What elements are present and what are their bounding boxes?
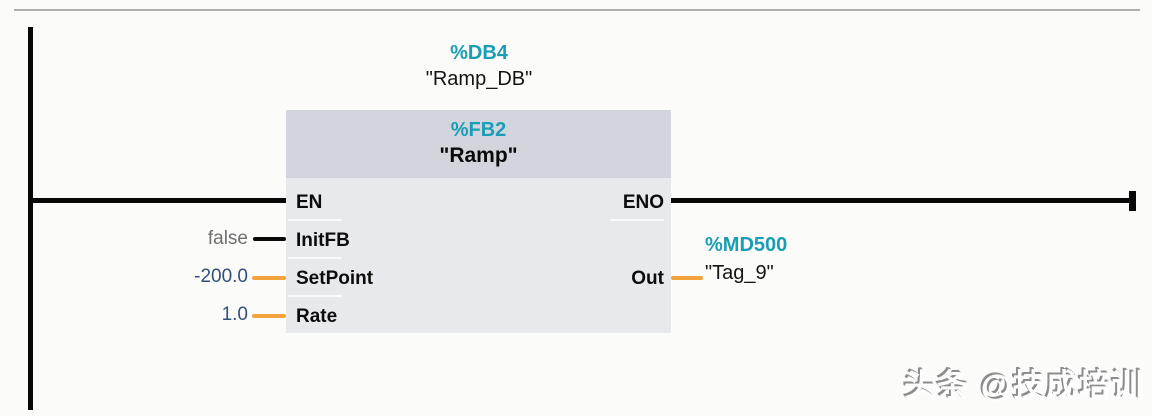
out-operand-address[interactable]: %MD500 — [705, 234, 788, 256]
rate-operand-value[interactable]: 1.0 — [221, 304, 248, 325]
instance-db-label: %DB4 "Ramp_DB" — [329, 42, 629, 91]
row-separator — [288, 257, 342, 259]
instance-db-address[interactable]: %DB4 — [450, 42, 508, 64]
function-block-ramp[interactable]: %FB2 "Ramp" — [286, 110, 671, 333]
setpoint-connector-wire — [252, 276, 286, 280]
pin-en[interactable]: EN — [296, 192, 323, 213]
pin-rate[interactable]: Rate — [296, 306, 338, 327]
eno-terminal-tick — [1129, 191, 1136, 211]
function-block-title[interactable]: "Ramp" — [439, 144, 518, 167]
row-separator — [610, 219, 664, 221]
row-separator — [288, 219, 342, 221]
power-rail-left — [28, 27, 33, 410]
pin-out[interactable]: Out — [631, 268, 664, 289]
pin-eno[interactable]: ENO — [622, 192, 664, 213]
function-block-address[interactable]: %FB2 — [450, 119, 507, 141]
network-separator-line — [14, 9, 1140, 11]
function-block-body — [286, 178, 671, 333]
out-connector-wire — [671, 276, 703, 280]
initfb-connector-wire — [253, 237, 286, 241]
eno-output-wire — [671, 198, 1130, 203]
rate-connector-wire — [252, 314, 286, 318]
out-operand: %MD500 "Tag_9" — [705, 234, 787, 285]
out-operand-name[interactable]: "Tag_9" — [705, 262, 774, 284]
en-input-wire — [33, 198, 286, 203]
watermark-text: 头条 @技成培训 — [904, 368, 1145, 403]
row-separator — [288, 295, 342, 297]
setpoint-operand-value[interactable]: -200.0 — [194, 266, 248, 287]
pin-initfb[interactable]: InitFB — [296, 230, 350, 251]
instance-db-name[interactable]: "Ramp_DB" — [425, 68, 533, 90]
function-block-header: %FB2 "Ramp" — [286, 110, 671, 178]
pin-setpoint[interactable]: SetPoint — [296, 268, 374, 289]
initfb-operand-value[interactable]: false — [207, 228, 248, 249]
